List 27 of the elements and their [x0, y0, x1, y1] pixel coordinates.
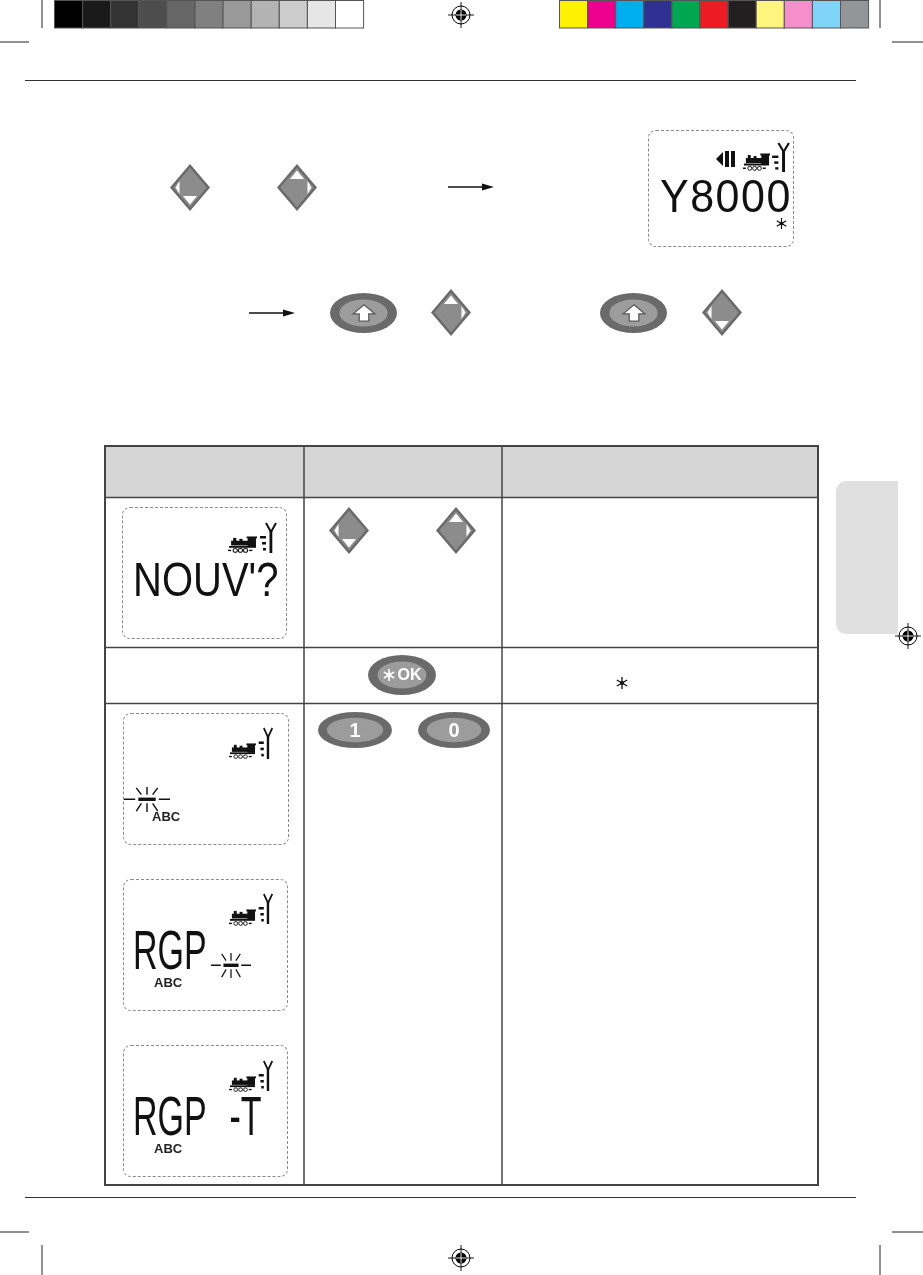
shift-key — [330, 293, 397, 333]
arrow-key — [329, 507, 369, 554]
shift-key — [600, 293, 667, 333]
arrow-key — [431, 289, 471, 336]
key-label: 0 — [448, 720, 460, 740]
lcd-mode-label: ABC — [154, 976, 183, 989]
lcd-mode-label: ABC — [152, 810, 181, 823]
side-tab — [836, 481, 898, 634]
lcd-display — [123, 879, 288, 1011]
keypad-key — [418, 712, 490, 748]
key-label: OK — [397, 667, 422, 683]
lcd-readout: NOUV'? — [133, 559, 279, 598]
keypad-key — [368, 655, 436, 695]
lcd-readout: Y8000 — [660, 177, 792, 215]
lcd-display — [648, 130, 794, 247]
lcd-display — [123, 1045, 288, 1177]
key-label: 1 — [349, 720, 361, 740]
keypad-key — [318, 712, 392, 748]
arrow-key — [702, 289, 742, 336]
lcd-mode-label: ABC — [154, 1142, 183, 1155]
lcd-readout: RGP -T — [133, 1094, 262, 1140]
lcd-display — [122, 507, 287, 639]
arrow-key — [277, 164, 317, 211]
lcd-display — [123, 713, 289, 845]
lcd-readout: RGP — [133, 928, 207, 974]
arrow-key — [436, 507, 476, 554]
arrow-key — [170, 164, 210, 211]
